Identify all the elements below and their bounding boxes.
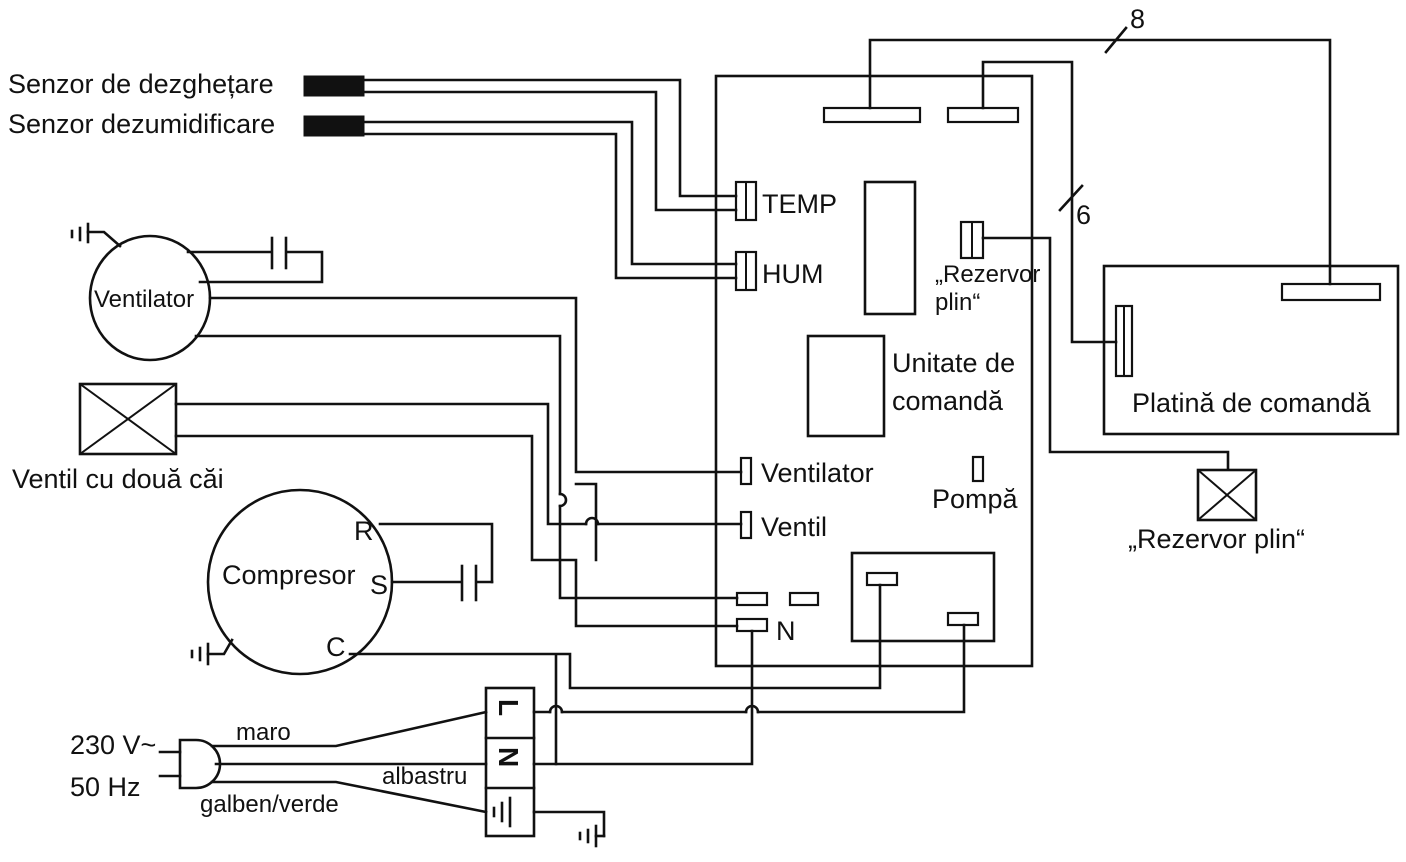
control-unit-label: Unitate de bbox=[892, 348, 1015, 378]
power-plug bbox=[178, 738, 222, 790]
wire-count-6: 6 bbox=[1076, 200, 1091, 230]
frequency-label: 50 Hz bbox=[70, 772, 141, 802]
temp-label: TEMP bbox=[762, 189, 837, 219]
spare-port bbox=[788, 591, 820, 607]
compressor-s-label: S bbox=[370, 570, 388, 600]
terminal-l: L bbox=[493, 699, 524, 716]
dehum-sensor-label: Senzor dezumidificare bbox=[8, 109, 275, 139]
wire-green-label: galben/verde bbox=[200, 791, 339, 818]
compressor-label: Compresor bbox=[222, 560, 356, 590]
hum-label: HUM bbox=[762, 259, 824, 289]
chip-block bbox=[863, 180, 917, 316]
board-connector-6pin bbox=[946, 106, 1020, 124]
control-unit-label-2: comandă bbox=[892, 386, 1004, 416]
tank-full-switch-label: „Rezervor plin“ bbox=[1128, 524, 1305, 554]
power-relay-block bbox=[850, 551, 996, 643]
pump-port bbox=[971, 455, 985, 483]
compressor-port bbox=[735, 591, 769, 607]
pump-port-label: Pompă bbox=[932, 484, 1019, 514]
neutral-port-label: N bbox=[776, 616, 796, 646]
control-unit-block bbox=[806, 334, 886, 438]
compressor-c-label: C bbox=[326, 632, 346, 662]
valve-port-label: Ventil bbox=[761, 512, 827, 542]
wire-brown-label: maro bbox=[236, 719, 291, 746]
control-board-label: Platină de comandă bbox=[1132, 388, 1372, 418]
wire-count-8: 8 bbox=[1130, 4, 1145, 34]
tank-full-label-2: plin“ bbox=[935, 289, 980, 316]
compressor-r-label: R bbox=[354, 516, 374, 546]
voltage-label: 230 V~ bbox=[70, 730, 156, 760]
terminal-n: N bbox=[493, 747, 524, 767]
valve-port bbox=[739, 510, 753, 540]
neutral-port bbox=[735, 617, 769, 633]
fan-motor-label: Ventilator bbox=[94, 286, 194, 313]
board-connector-8pin bbox=[822, 106, 922, 124]
fan-port-label: Ventilator bbox=[761, 458, 874, 488]
relay-pin-left bbox=[865, 571, 899, 587]
control-board-connector-top bbox=[1280, 282, 1382, 302]
relay-pin-right bbox=[946, 611, 980, 627]
tank-full-label: „Rezervor bbox=[935, 261, 1040, 288]
defrost-sensor bbox=[303, 75, 365, 97]
wire-blue-label: albastru bbox=[382, 763, 467, 790]
defrost-sensor-label: Senzor de dezghețare bbox=[8, 69, 274, 99]
valve-label: Ventil cu două căi bbox=[12, 464, 224, 494]
fan-port bbox=[739, 456, 753, 486]
dehum-sensor bbox=[303, 115, 365, 137]
